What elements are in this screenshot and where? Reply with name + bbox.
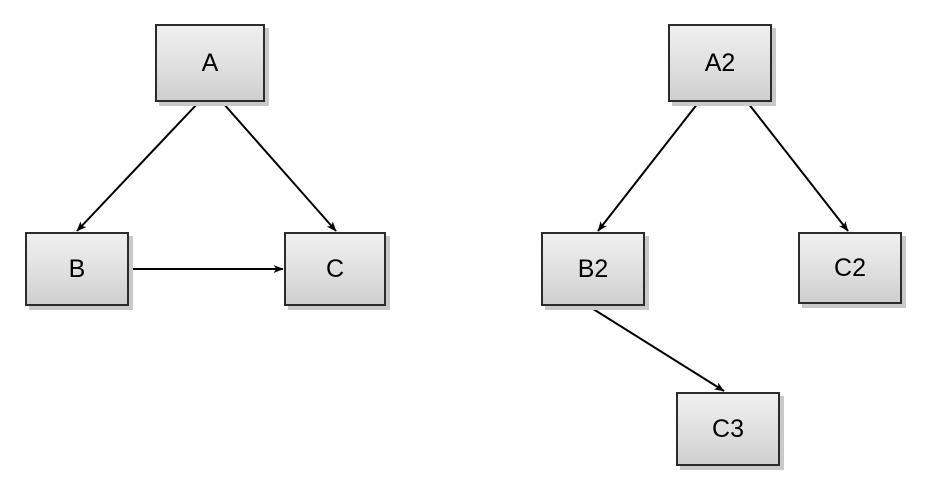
node-label: B — [68, 254, 86, 283]
edges-group — [76, 102, 849, 392]
edge-a-to-b — [76, 102, 199, 232]
edge-b2-to-c3 — [589, 306, 725, 392]
node-a2[interactable]: A2 — [668, 24, 772, 102]
node-c3[interactable]: C3 — [676, 392, 780, 466]
edge-a-to-c — [222, 102, 337, 232]
node-label: A — [201, 48, 219, 77]
node-c[interactable]: C — [284, 232, 386, 306]
node-c2[interactable]: C2 — [798, 232, 902, 304]
node-label: A2 — [704, 48, 736, 77]
node-b[interactable]: B — [25, 232, 129, 306]
node-label: C — [325, 254, 345, 283]
node-label: C3 — [712, 414, 744, 443]
node-label: C2 — [834, 253, 866, 282]
node-label: B2 — [577, 254, 609, 283]
edge-a2-to-c2 — [747, 102, 849, 232]
node-b2[interactable]: B2 — [541, 232, 645, 306]
edge-a2-to-b2 — [597, 102, 699, 232]
node-a[interactable]: A — [155, 24, 265, 102]
